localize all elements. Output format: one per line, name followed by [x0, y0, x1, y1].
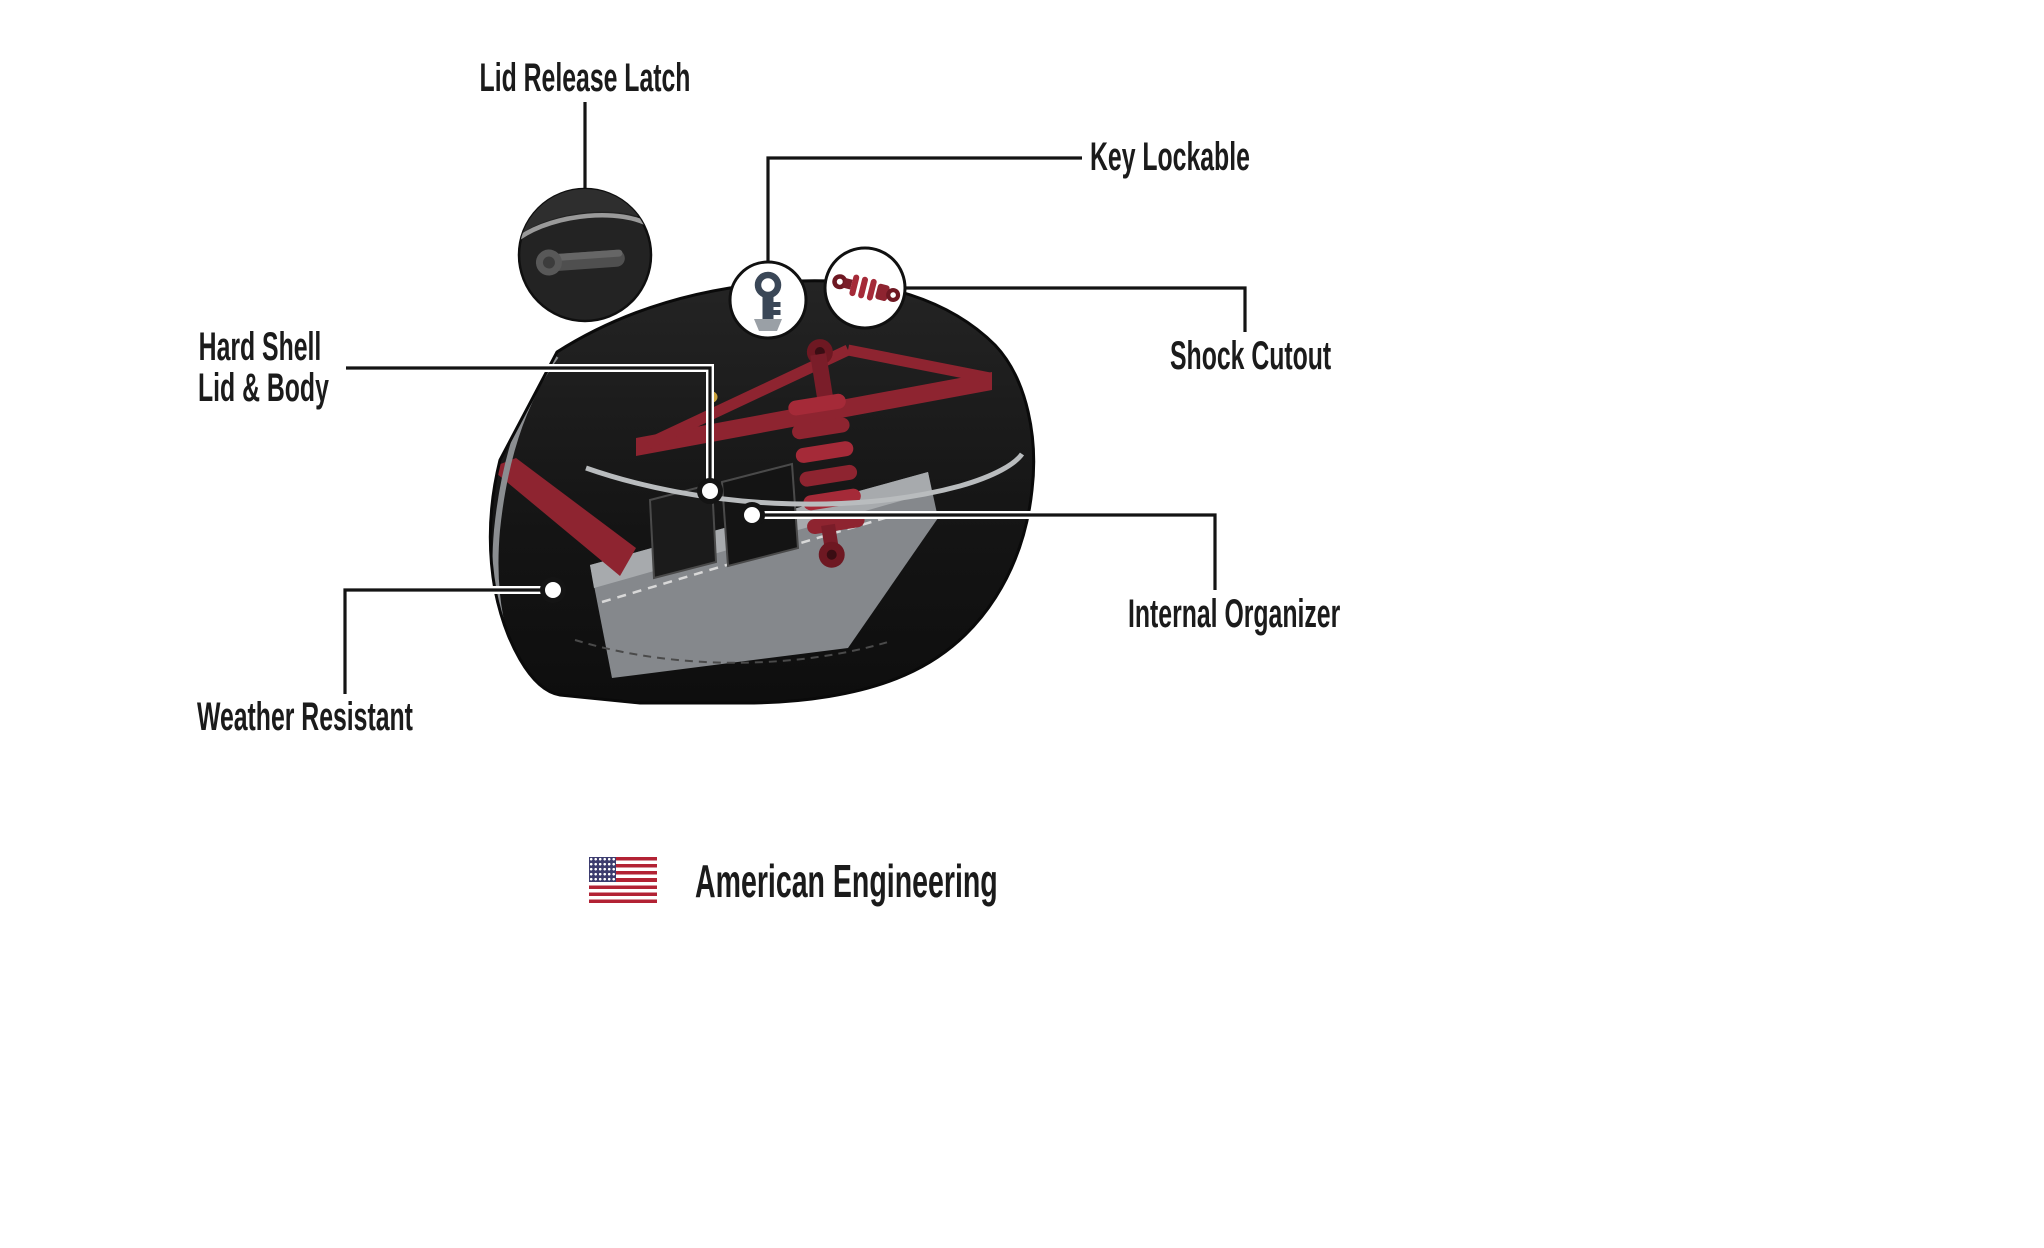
red-chevron-stripe — [490, 458, 636, 576]
key-lockable-badge — [728, 260, 808, 340]
callout-line-weather-resistant — [343, 588, 542, 694]
internal-organizer-pockets — [648, 462, 800, 580]
callout-label-hard-shell: Hard Shell Lid & Body — [198, 325, 329, 410]
callout-label-shock-cutout: Shock Cutout — [1170, 334, 1332, 378]
lid-latch-detail-circle — [517, 187, 653, 323]
callout-label-internal-organizer: Internal Organizer — [1128, 592, 1341, 636]
callout-lines — [341, 102, 1249, 694]
footer-tagline: American Engineering — [695, 855, 998, 907]
shock-absorber-icon — [832, 274, 901, 303]
marker-internal-organizer — [739, 502, 765, 528]
callout-label-lid-release-latch: Lid Release Latch — [479, 56, 691, 100]
callout-line-internal-organizer — [764, 513, 1217, 590]
bottom-stitch — [574, 639, 889, 664]
key-icon — [754, 271, 782, 331]
callout-label-weather-resistant: Weather Resistant — [197, 695, 413, 739]
shock-cutout-badge — [823, 246, 907, 330]
us-flag-icon — [589, 857, 657, 903]
callout-line-shock-cutout — [906, 286, 1247, 332]
point-markers — [540, 478, 765, 603]
us-flag-canton — [589, 857, 616, 882]
saddlebag-illustration — [488, 279, 1036, 705]
callout-line-key-lockable — [766, 156, 1082, 261]
marker-hard-shell — [697, 478, 723, 504]
callout-line-hard-shell — [346, 366, 712, 479]
lid-seam-trim — [585, 452, 1025, 507]
callout-label-key-lockable: Key Lockable — [1090, 135, 1250, 179]
marker-weather-resistant — [540, 577, 566, 603]
